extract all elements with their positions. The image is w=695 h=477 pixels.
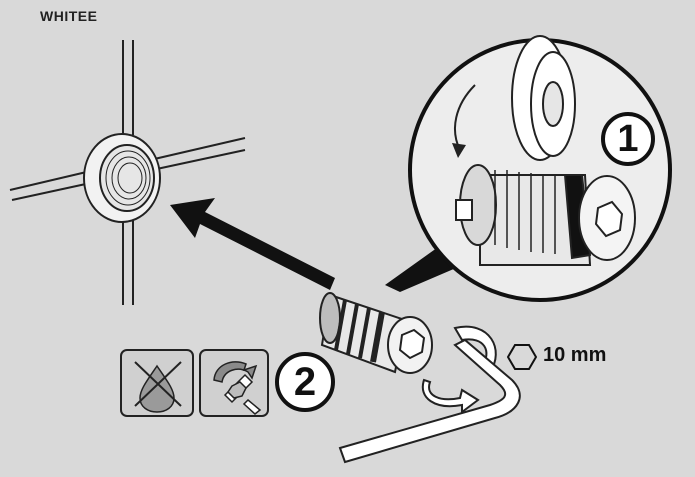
step-1-badge: 1 bbox=[601, 112, 655, 166]
zoom-detail bbox=[408, 35, 672, 302]
wall-fitting bbox=[9, 40, 246, 305]
threaded-adapter bbox=[319, 292, 433, 374]
insert-arrow bbox=[170, 198, 335, 290]
brand-label: WHITEE bbox=[40, 8, 98, 24]
no-water-tile bbox=[120, 349, 194, 417]
step-2-badge: 2 bbox=[275, 352, 335, 412]
hex-key-tool bbox=[338, 338, 521, 464]
wrench-tighten-tile bbox=[199, 349, 269, 417]
hex-key-icon bbox=[507, 344, 537, 370]
hex-size-label: 10 mm bbox=[543, 344, 607, 366]
